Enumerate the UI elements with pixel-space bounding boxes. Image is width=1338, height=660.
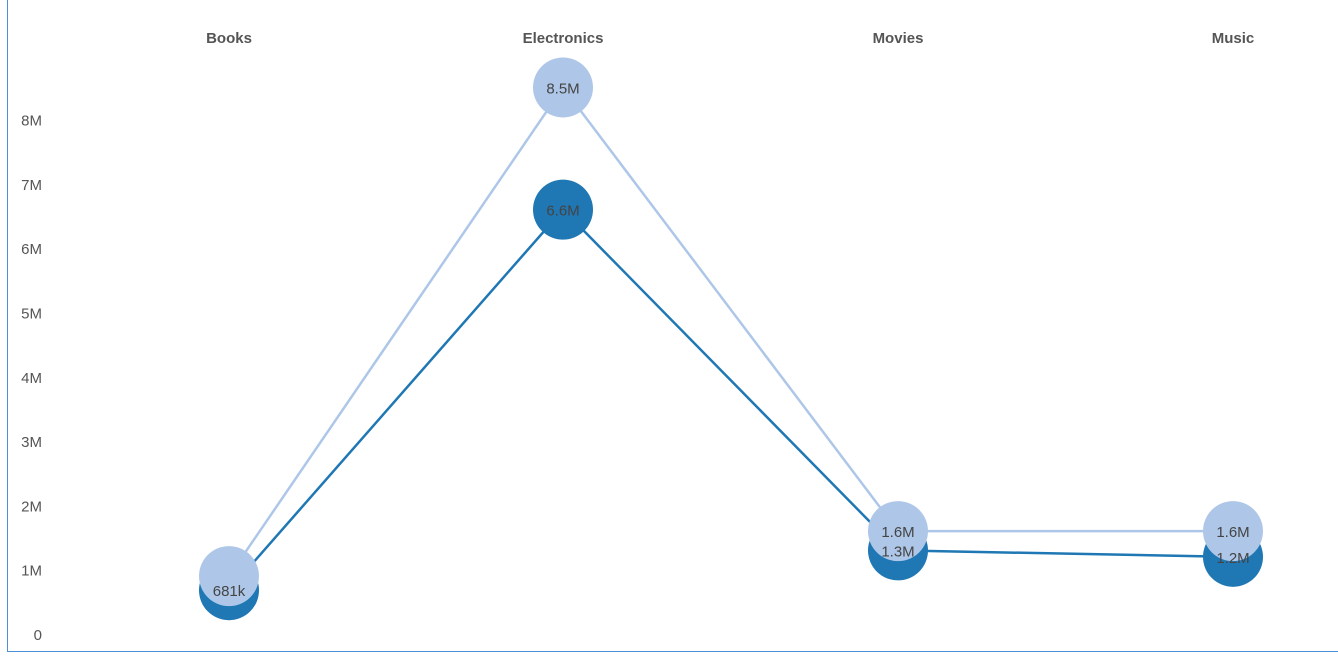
y-tick-label: 8M (21, 113, 42, 130)
category-label: Electronics (523, 30, 604, 47)
data-point[interactable] (868, 501, 928, 562)
series-points (199, 57, 1263, 621)
data-point[interactable] (533, 57, 593, 118)
category-labels: Books Electronics Movies Music (206, 30, 1254, 47)
data-point[interactable] (1203, 501, 1263, 562)
y-tick-label: 4M (21, 370, 42, 387)
data-point[interactable] (199, 546, 259, 607)
data-point[interactable] (533, 179, 593, 240)
y-tick-label: 1M (21, 563, 42, 580)
y-axis-ticks: 0 1M 2M 3M 4M 5M 6M 7M 8M (21, 113, 42, 644)
series-line (228, 207, 1234, 592)
y-tick-label: 6M (21, 241, 42, 258)
data-label: 6.6M (546, 203, 579, 220)
category-label: Movies (873, 30, 924, 47)
category-label: Music (1212, 30, 1255, 47)
category-label: Books (206, 30, 252, 47)
data-label: 8.5M (546, 80, 579, 97)
data-labels: 681k 6.6M 1.3M 1.2M 8.5M 1.6M 1.6M (213, 80, 1250, 600)
y-tick-label: 2M (21, 498, 42, 515)
data-label: 1.2M (1216, 550, 1249, 567)
y-tick-label: 0 (34, 627, 42, 644)
chart-frame (7, 0, 1338, 652)
data-label: 681k (213, 583, 246, 600)
data-label: 1.6M (1216, 524, 1249, 541)
series-line (227, 85, 1233, 577)
y-tick-label: 5M (21, 306, 42, 323)
y-tick-label: 7M (21, 177, 42, 194)
data-label: 1.6M (881, 524, 914, 541)
data-label: 1.3M (881, 543, 914, 560)
series-lines (227, 85, 1234, 592)
y-tick-label: 3M (21, 434, 42, 451)
